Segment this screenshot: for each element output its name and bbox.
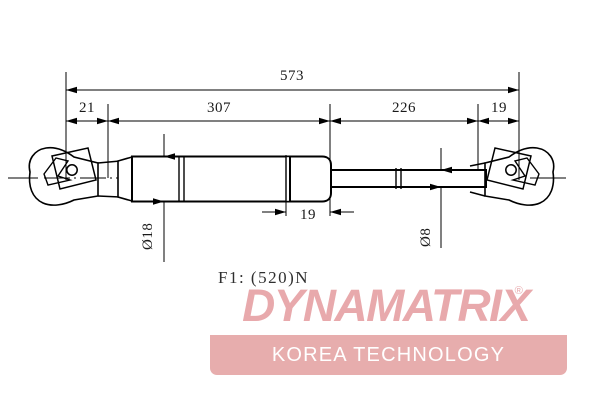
dimension-label-right: 19	[491, 100, 507, 116]
cylinder-body	[117, 155, 332, 203]
dimension-cylinder-307: 307	[108, 100, 330, 125]
dimension-label-rod: 226	[392, 100, 416, 116]
dimension-left-21: 21	[66, 100, 108, 125]
dimension-label-overall: 573	[280, 68, 304, 84]
dimension-label-left: 21	[79, 100, 95, 116]
dimension-label-cylinder: 307	[207, 100, 231, 116]
diameter-dimension-8: Ø8	[418, 148, 452, 248]
dimension-label-endcap: 19	[300, 207, 316, 223]
right-ball-socket-fitting	[469, 146, 555, 206]
force-rating-label: F1: (520)N	[218, 268, 310, 287]
dimension-right-19: 19	[478, 100, 519, 125]
dimension-overall-573: 573	[66, 68, 519, 94]
dimension-endcap-19: 19	[262, 207, 354, 223]
piston-rod	[330, 168, 487, 189]
left-ball-socket-fitting	[28, 146, 121, 206]
diameter-label-cylinder: Ø18	[140, 223, 156, 250]
dimension-rod-226: 226	[330, 100, 478, 125]
diameter-label-rod: Ø8	[418, 228, 434, 247]
diameter-dimension-18: Ø18	[140, 134, 175, 262]
